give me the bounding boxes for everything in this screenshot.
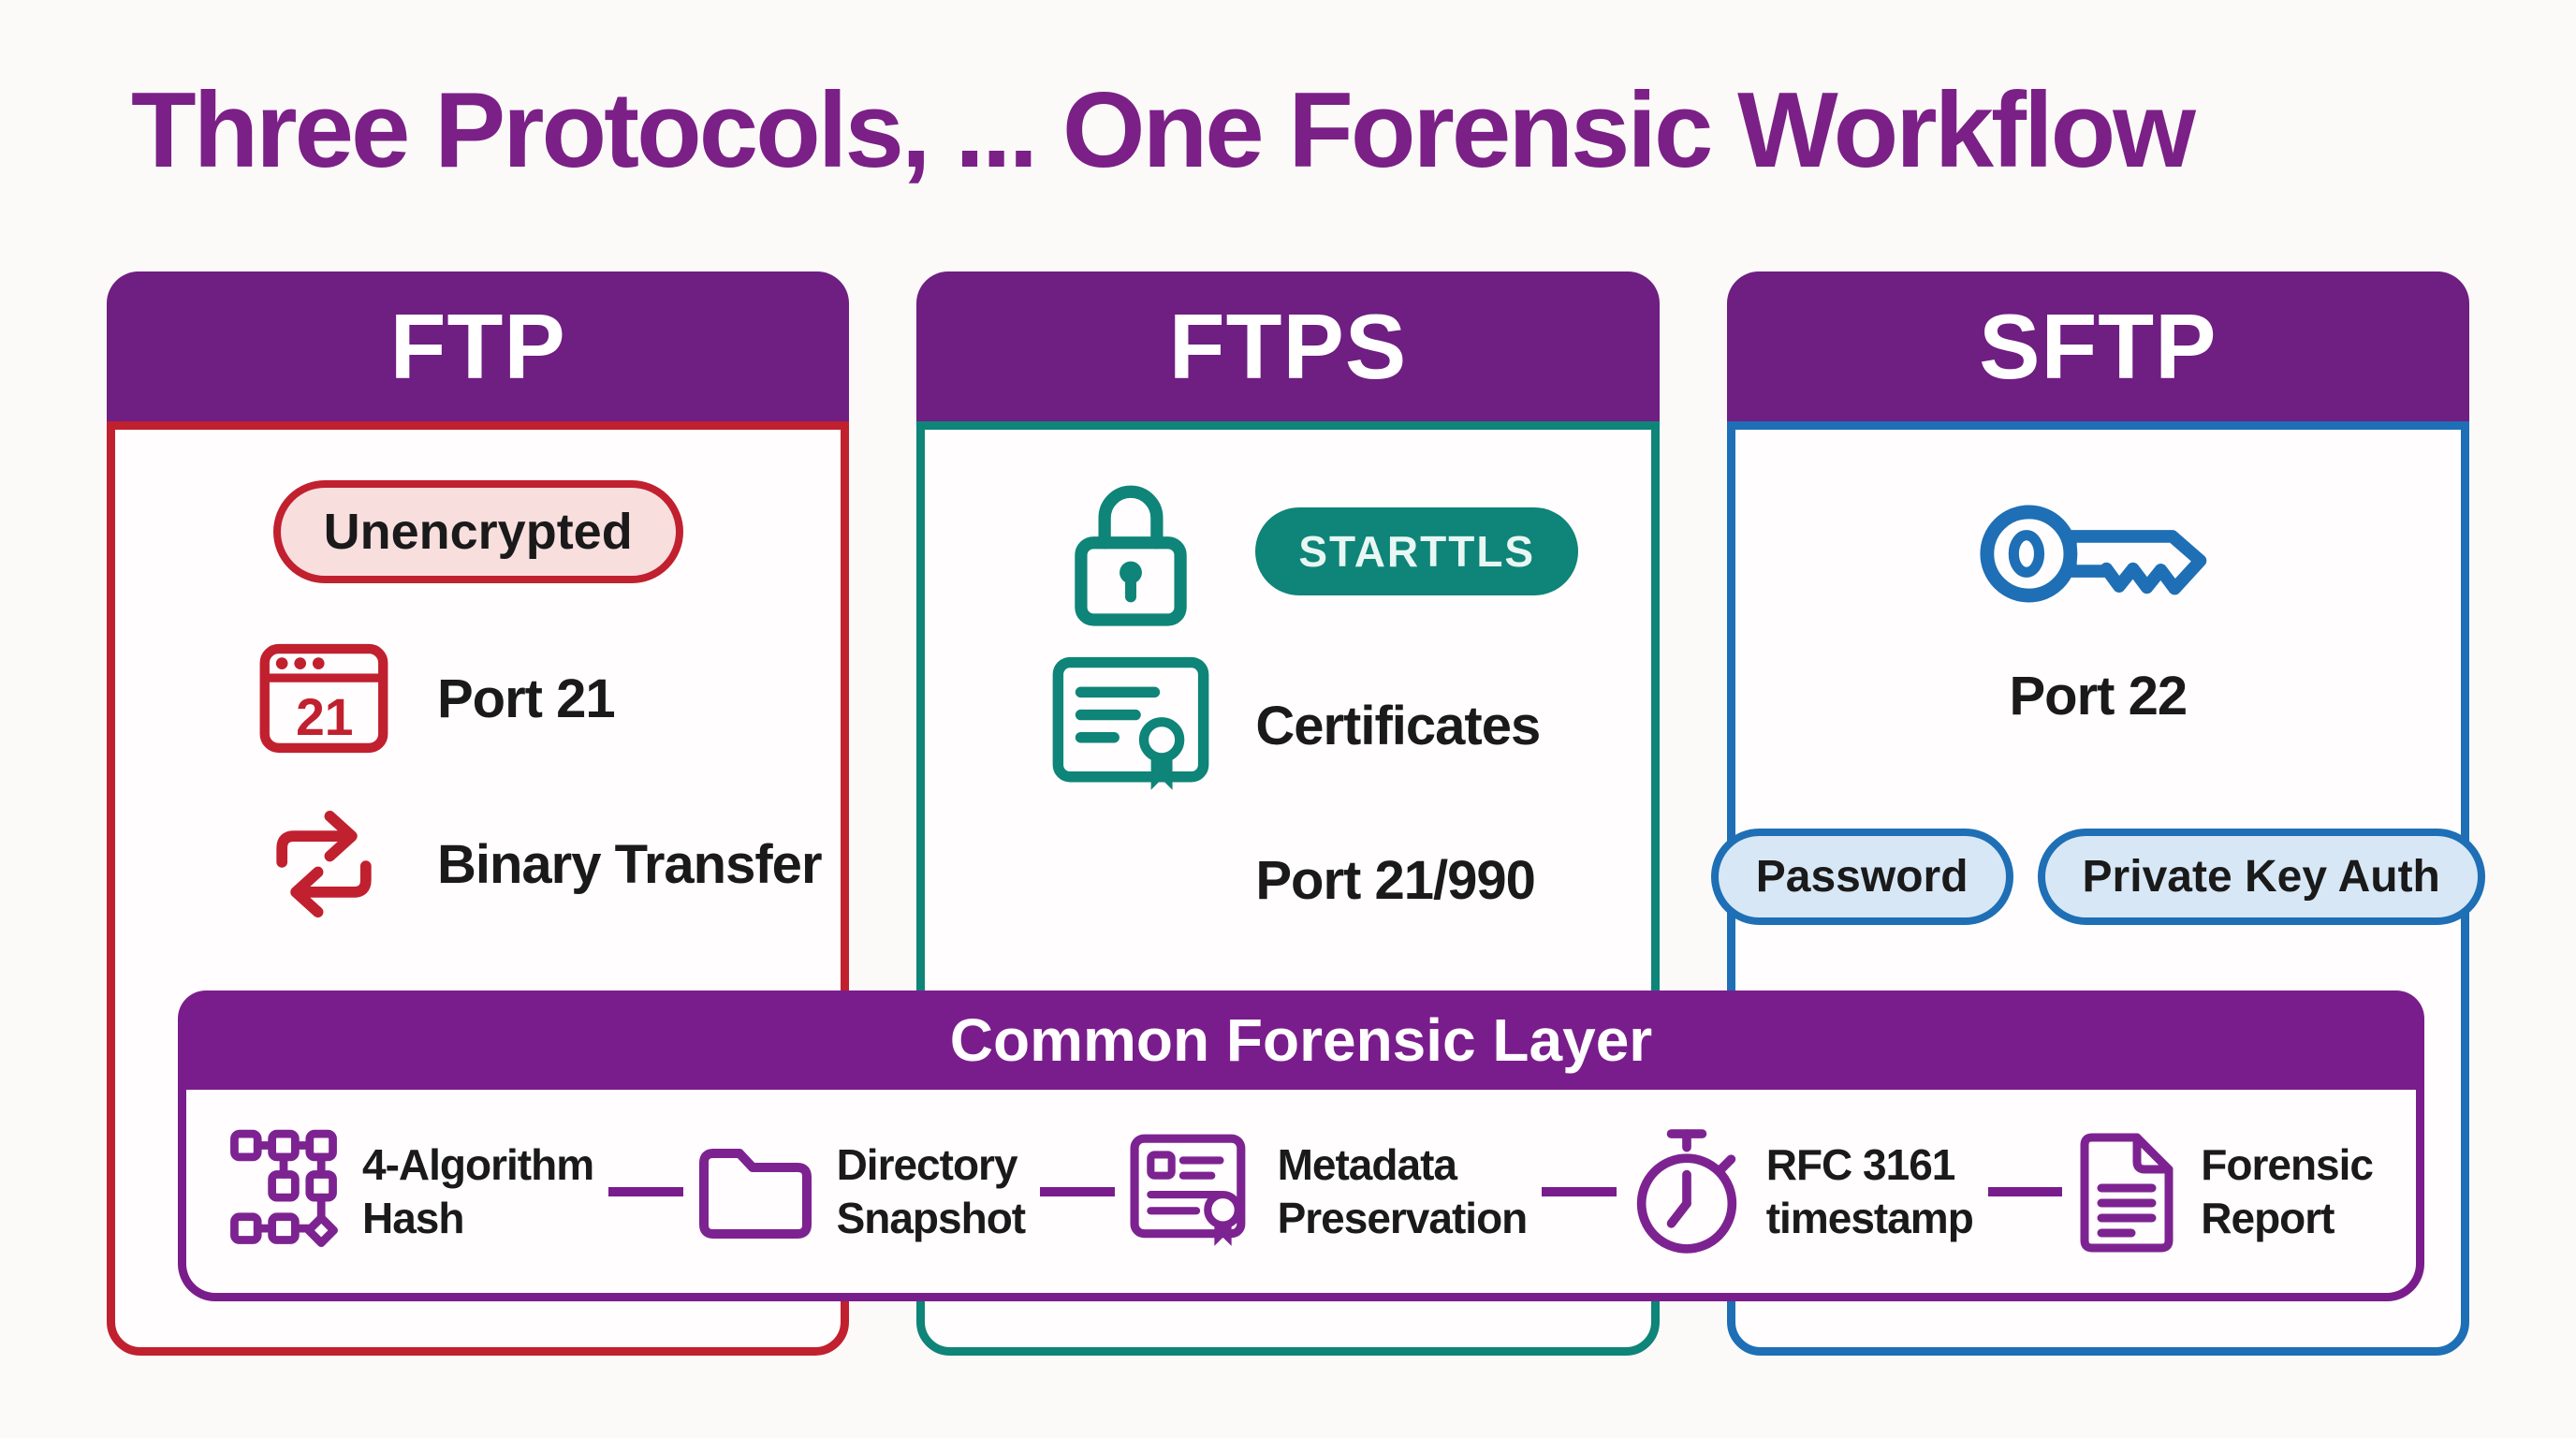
forensic-item-label: RFC 3161 timestamp [1765, 1140, 1974, 1242]
connector-line [1542, 1186, 1617, 1196]
padlock-icon [1048, 473, 1212, 630]
forensic-layer-body: 4-Algorithm Hash Directory Snapshot [178, 1090, 2424, 1301]
key-icon [1973, 484, 2222, 624]
sftp-card-title: SFTP [1979, 294, 2217, 398]
browser-port-icon: 21 [254, 643, 394, 754]
connector-line [608, 1186, 683, 1196]
hash-tree-icon [229, 1128, 338, 1255]
forensic-layer-header: Common Forensic Layer [178, 990, 2424, 1090]
password-badge: Password [1710, 829, 2013, 925]
ftps-certificates-label: Certificates [1255, 695, 1541, 756]
forensic-item-metadata: Metadata Preservation [1130, 1134, 1528, 1250]
forensic-item-hash: 4-Algorithm Hash [229, 1128, 594, 1255]
ftps-port-label: Port 21/990 [1255, 850, 1536, 911]
forensic-item-timestamp: RFC 3161 timestamp [1632, 1127, 1974, 1256]
folder-icon [698, 1142, 812, 1241]
forensic-item-label: Forensic Report [2201, 1140, 2374, 1242]
unencrypted-badge: Unencrypted [272, 480, 683, 583]
page-title: Three Protocols, ... One Forensic Workfl… [131, 71, 2196, 190]
port-number-glyph: 21 [296, 688, 353, 746]
forensic-item-label: Directory Snapshot [836, 1140, 1027, 1242]
forensic-layer-title: Common Forensic Layer [949, 1006, 1653, 1074]
connector-line [1040, 1186, 1115, 1196]
sftp-auth-badges: Password Private Key Auth [1710, 829, 2485, 925]
sftp-card-header: SFTP [1726, 271, 2469, 421]
ftps-starttls-row: STARTTLS [1048, 473, 1650, 630]
ftp-port-label: Port 21 [437, 668, 616, 729]
forensic-item-label: 4-Algorithm Hash [362, 1140, 594, 1242]
stopwatch-icon [1632, 1127, 1742, 1256]
connector-line [1987, 1186, 2063, 1196]
transfer-arrows-icon [254, 808, 394, 920]
ftps-certificates-row: Certificates [1048, 656, 1650, 795]
ftps-card-header: FTPS [916, 271, 1660, 421]
ftps-port-row: Port 21/990 [1048, 849, 1650, 912]
ftps-card-title: FTPS [1168, 294, 1408, 398]
ftp-card-title: FTP [389, 294, 566, 398]
certificate-ribbon-icon [1130, 1134, 1253, 1250]
certificate-icon [1048, 656, 1212, 795]
ftp-binary-row: Binary Transfer [254, 808, 841, 920]
forensic-item-label: Metadata Preservation [1277, 1140, 1529, 1242]
private-key-auth-badge: Private Key Auth [2037, 829, 2485, 925]
forensic-item-report: Forensic Report [2077, 1130, 2374, 1254]
common-forensic-layer: Common Forensic Layer [178, 990, 2424, 1301]
report-document-icon [2077, 1130, 2176, 1254]
sftp-port-label: Port 22 [2009, 666, 2188, 726]
ftp-binary-label: Binary Transfer [437, 833, 823, 895]
ftp-port-row: 21 Port 21 [254, 643, 841, 754]
starttls-badge: STARTTLS [1255, 507, 1579, 595]
forensic-item-directory: Directory Snapshot [698, 1138, 1026, 1243]
ftp-card-header: FTP [107, 271, 850, 421]
